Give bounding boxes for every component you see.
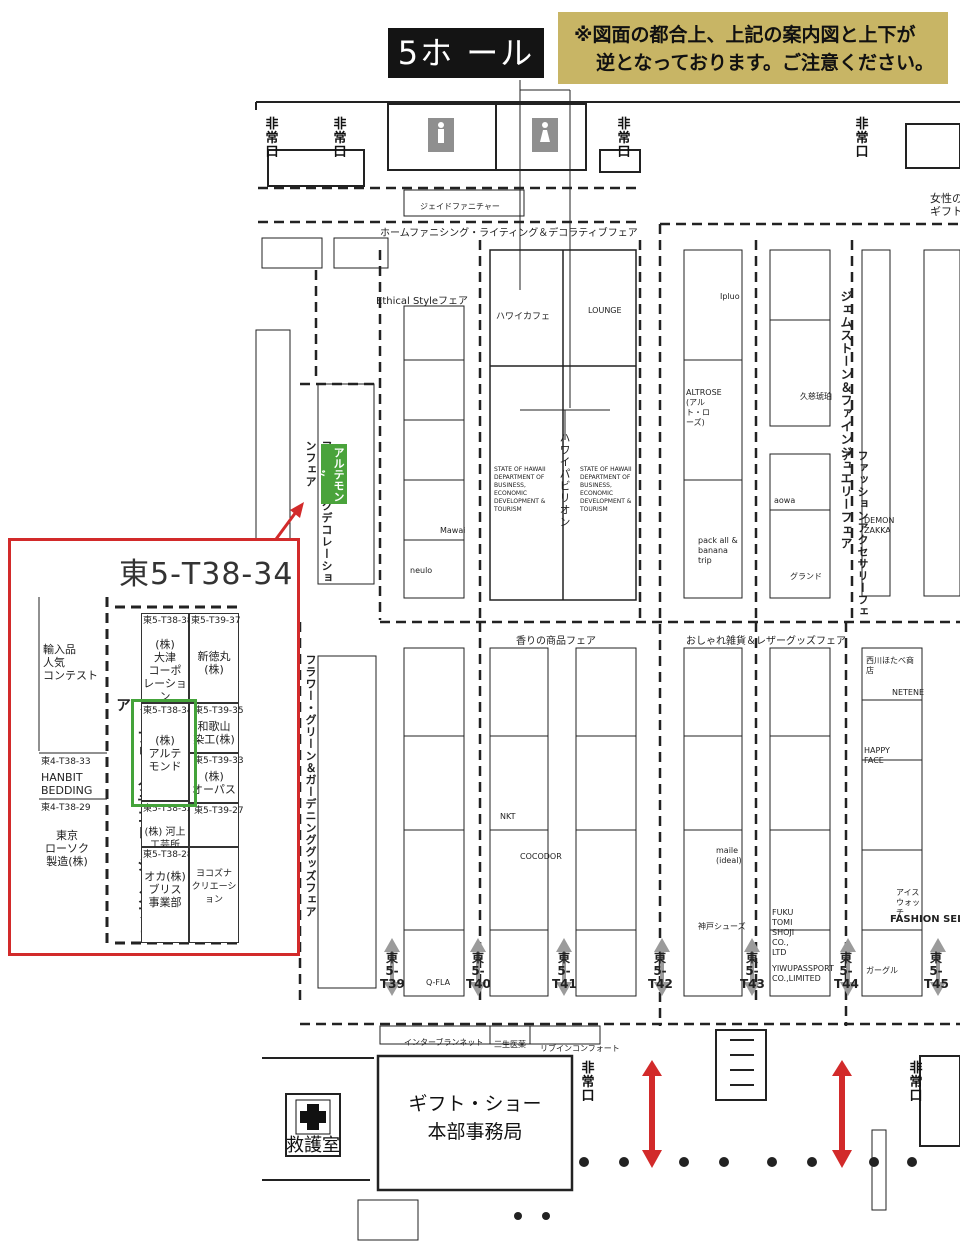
booth-maile: maile (ideal) [716, 846, 742, 865]
women-room: 女性の ギフトク [930, 192, 960, 218]
booth-gargle: ガーグル [866, 966, 898, 975]
booth-coco: COCODOR [520, 852, 562, 861]
callout-left-item: HANBIT BEDDING [41, 771, 93, 797]
emergency-exit-label: 非常口 [909, 1061, 923, 1104]
callout-frame [38, 597, 239, 945]
booth-yiwu: YIWUPASSPORT CO.,LIMITED [772, 964, 834, 983]
fair-fashion-accessory: ファッションアクセサリーフェア [840, 450, 869, 618]
aisle-label: 東5-T43 [740, 951, 765, 991]
booth-demon: DEMON ZAKKA [864, 516, 895, 535]
fair-ethical: Ethical Styleフェア [376, 296, 469, 307]
restroom-male-icon [428, 118, 454, 152]
booth-t39-33[interactable]: 東5-T39-33 (株) オーパス [189, 753, 244, 803]
red-double-arrow-icon [642, 1060, 852, 1168]
booth-t38-38[interactable]: 東5-T38-38 (株) 大津 コーポ レーション [141, 613, 193, 703]
booth-altrose: ALTROSE (アルト・ローズ) [686, 388, 722, 427]
callout-left-item: 輸入品 人気 コンテスト [43, 643, 98, 682]
booth-kobe-shoes: 神戸シューズ [698, 922, 746, 931]
booth-kyokuto: 久慈琥珀 [800, 392, 832, 401]
aisle-label: 東5-T41 [552, 951, 577, 991]
booth-sansei: 三生医薬 [494, 1040, 526, 1049]
booth-qfla: Q-FLA [426, 978, 451, 987]
booth-mawai: Mawai [440, 526, 466, 535]
booth-aowa: aowa [774, 496, 796, 505]
booth-t39-37[interactable]: 東5-T39-37 新徳丸 (株) [189, 613, 241, 703]
callout-left-item: 東京 ローソク 製造(株) [45, 829, 89, 868]
booth-grand: グランド [790, 572, 822, 581]
booth-yokozuna[interactable]: ヨコズナ クリエーション [189, 847, 239, 943]
aisle-label: 東5-T40 [466, 951, 491, 991]
aisle-label: 東5-T39 [380, 951, 405, 991]
orientation-notice: ※図面の都合上、上記の案内図と上下が 逆となっております。ご注意ください。 [558, 12, 948, 84]
booth-t38-32[interactable]: 東5-T38-32 (株) 河上工芸所 [141, 801, 193, 851]
fair-fashion-select: FASHION SELECT [890, 914, 960, 925]
booth-pack: pack all & banana trip [698, 536, 738, 565]
booth-netene: NETENE [892, 688, 925, 697]
booth-intl: インターブランネット [404, 1038, 484, 1047]
highlight-box [131, 699, 197, 807]
gift-show-office-line1: ギフト・ショー [408, 1093, 542, 1115]
booth-nkt: NKT [500, 812, 516, 821]
callout-left-id: 東4-T38-29 [41, 803, 91, 813]
fair-home-furnishing: ホームファニシング・ライティング＆デコラティブフェア [380, 228, 638, 239]
first-aid-cross-icon [295, 1099, 331, 1135]
gift-show-office: ギフト・ショー 本部事務局 [378, 1090, 572, 1146]
double-arrow-icon [384, 938, 946, 996]
booth-neulo: neulo [410, 566, 433, 575]
fair-flower-green: フラワー・グリーン＆ガーデニンググッズフェア [304, 654, 317, 918]
emergency-exit-label: 非常口 [617, 117, 631, 160]
aisle-label: 東5-T44 [834, 951, 859, 991]
booth-t38-34[interactable]: 東5-T38-34 (株) アルテ モンド [141, 703, 193, 801]
state-hawaii-left: STATE OF HAWAII DEPARTMENT OF BUSINESS, … [494, 466, 546, 513]
booth-happy-face: HAPPY FACE [864, 746, 890, 765]
lounge-label: LOUNGE [588, 306, 622, 315]
aisle-label: 東5-T45 [924, 951, 949, 991]
emergency-exit-label: 非常口 [855, 117, 869, 160]
fair-fragrance: 香りの商品フェア [516, 636, 596, 647]
booth-ipluo: Ipluo [720, 292, 740, 301]
booth-ribbon: リブインコンフォート [540, 1044, 620, 1053]
booth-t38-28[interactable]: 東5-T38-28 オカ(株) ブリス 事業部 [141, 847, 193, 943]
emergency-exit-label: 非常口 [333, 117, 347, 160]
emergency-exit-label: 非常口 [265, 117, 279, 160]
booth-fuku: FUKU TOMI SHOJI CO., LTD [772, 908, 795, 957]
gift-show-office-line2: 本部事務局 [427, 1121, 523, 1143]
booth-t39-27[interactable]: 東5-T39-27 [189, 803, 244, 847]
fair-fashion-leather: おしゃれ雑貨＆レザーグッズフェア [686, 636, 846, 647]
callout-title: 東5-T38-34 [119, 557, 294, 592]
aisle-label: 東5-T42 [648, 951, 673, 991]
restroom-female-icon [532, 118, 558, 152]
booth-aishu: アイス ウォッチ [896, 888, 920, 917]
booth-t39-35[interactable]: 東5-T39-35 和歌山 染工(株) [189, 703, 244, 753]
notice-line-1: ※図面の都合上、上記の案内図と上下が [574, 24, 916, 46]
emergency-exit-label: 非常口 [581, 1061, 595, 1104]
notice-line-2: 逆となっております。ご注意ください。 [596, 52, 935, 74]
hall-title: 5ホ ール [388, 28, 544, 78]
highlight-booth-artemondo[interactable]: アルテモンド [314, 444, 347, 504]
first-aid-room: 救護室 [286, 1135, 340, 1156]
booth-callout: 東5-T38-34 輸入品 人気 コンテスト 東4-T38-33 HANBIT … [8, 538, 300, 956]
hawaii-pavilion: ハワイパビリオン [558, 432, 571, 528]
booth-nishikawa: 西川ほたべ商店 [866, 656, 914, 675]
booth-jade: ジェイドファニチャー [420, 202, 500, 211]
callout-left-id: 東4-T38-33 [41, 757, 91, 767]
state-hawaii-right: STATE OF HAWAII DEPARTMENT OF BUSINESS, … [580, 466, 632, 513]
fair-gemstone: ジェムストーン＆ファインジュエリーフェア [839, 290, 853, 550]
hawaii-cafe: ハワイカフェ [496, 312, 551, 322]
